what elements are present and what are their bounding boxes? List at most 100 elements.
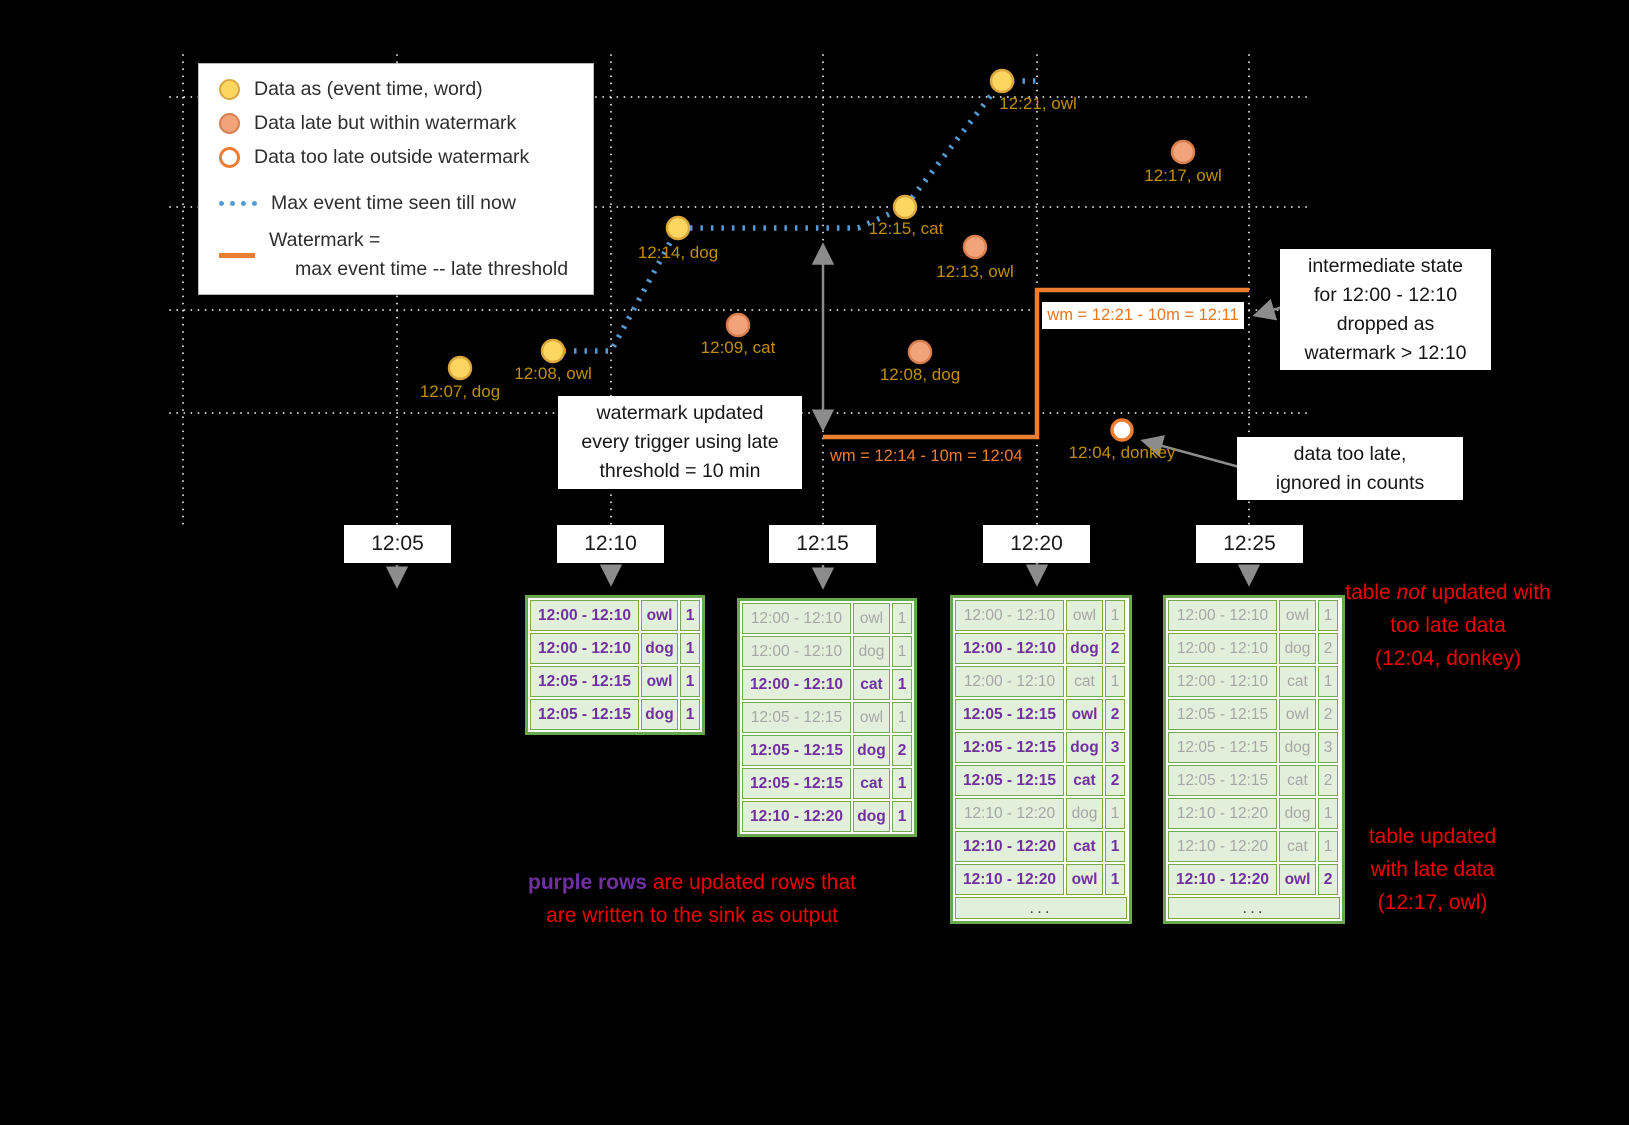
note-purple-rows: purple rows are updated rows that are wr… — [492, 866, 892, 932]
watermark-line-icon — [219, 252, 255, 258]
cell-window: 12:05 - 12:15 — [955, 765, 1064, 796]
cell-window: 12:00 - 12:10 — [1168, 633, 1277, 664]
point-1221-owl — [989, 68, 1015, 94]
note-text: are updated rows that are written to the… — [546, 871, 856, 927]
cell-count: 2 — [1318, 765, 1338, 796]
legend-label-line2: max event time -- late threshold — [295, 258, 569, 280]
cell-word: owl — [1279, 864, 1316, 895]
cell-window: 12:05 - 12:15 — [530, 666, 639, 697]
cell-window: 12:00 - 12:10 — [530, 633, 639, 664]
point-1215-cat — [892, 194, 918, 220]
cell-word: dog — [1066, 732, 1103, 763]
cell-word: dog — [641, 699, 678, 730]
cell-count: 2 — [1105, 699, 1125, 730]
cell-count: 1 — [1318, 798, 1338, 829]
point-1209-cat-late — [725, 312, 751, 338]
callout-watermark-update: watermark updated every trigger using la… — [558, 396, 802, 489]
cell-count: 1 — [1105, 666, 1125, 697]
cell-window: 12:05 - 12:15 — [742, 735, 851, 766]
cell-word: dog — [1279, 633, 1316, 664]
point-1213-owl-late — [962, 234, 988, 260]
cell-count: 1 — [892, 669, 912, 700]
cell-word: cat — [1066, 831, 1103, 862]
trigger-time-1210: 12:10 — [557, 525, 664, 563]
cell-window: 12:05 - 12:15 — [1168, 765, 1277, 796]
point-label: 12:14, dog — [637, 243, 719, 262]
cell-count: 1 — [680, 699, 700, 730]
cell-word: owl — [641, 600, 678, 631]
point-label: 12:17, owl — [1144, 166, 1222, 185]
cell-word: cat — [853, 669, 890, 700]
cell-word: dog — [853, 636, 890, 667]
callout-too-late: data too late, ignored in counts — [1237, 437, 1463, 500]
cell-window: 12:05 - 12:15 — [955, 732, 1064, 763]
note-table-not-updated: table not updated with too late data (12… — [1342, 576, 1554, 675]
ellipsis-cell: ... — [1168, 897, 1340, 919]
point-label: 12:09, cat — [700, 338, 776, 357]
cell-count: 1 — [1318, 600, 1338, 631]
cell-word: dog — [1066, 633, 1103, 664]
watermark-value-label-1: wm = 12:14 - 10m = 12:04 — [830, 447, 1023, 465]
cell-count: 2 — [1318, 864, 1338, 895]
cell-window: 12:05 - 12:15 — [955, 699, 1064, 730]
cell-window: 12:00 - 12:10 — [1168, 666, 1277, 697]
legend-watermark-text: Watermark = max event time -- late thres… — [269, 226, 568, 284]
cell-count: 1 — [1105, 798, 1125, 829]
ellipsis-cell: ... — [955, 897, 1127, 919]
cell-word: dog — [853, 735, 890, 766]
cell-count: 1 — [680, 633, 700, 664]
cell-count: 1 — [1105, 864, 1125, 895]
cell-count: 2 — [892, 735, 912, 766]
cell-window: 12:00 - 12:10 — [955, 600, 1064, 631]
cell-word: owl — [1279, 699, 1316, 730]
cell-word: cat — [1279, 831, 1316, 862]
point-label: 12:08, dog — [879, 365, 961, 384]
cell-count: 1 — [892, 768, 912, 799]
cell-window: 12:05 - 12:15 — [1168, 699, 1277, 730]
note-purple-rows-emphasis: purple rows — [528, 871, 648, 894]
cell-word: cat — [1279, 765, 1316, 796]
max-event-time-line — [553, 78, 1042, 354]
note-text: table — [1345, 581, 1397, 604]
cell-window: 12:00 - 12:10 — [742, 636, 851, 667]
note-table-updated-late: table updated with late data (12:17, owl… — [1368, 825, 1497, 914]
cell-window: 12:10 - 12:20 — [955, 798, 1064, 829]
cell-count: 1 — [1318, 831, 1338, 862]
cell-word: owl — [1066, 864, 1103, 895]
intermediate-state-callout-arrow — [1252, 298, 1284, 321]
legend-label: Max event time seen till now — [271, 192, 516, 214]
legend-label: Data as (event time, word) — [254, 78, 483, 100]
cell-word: owl — [853, 603, 890, 634]
max-event-time-line-icon — [219, 201, 257, 206]
cell-count: 1 — [892, 801, 912, 832]
cell-word: dog — [1279, 798, 1316, 829]
trigger-time-1205: 12:05 — [344, 525, 451, 563]
cell-word: dog — [1066, 798, 1103, 829]
ellipsis-row: ... — [1168, 897, 1340, 919]
legend-label: Data late but within watermark — [254, 112, 517, 134]
cell-word: cat — [1279, 666, 1316, 697]
note-text: updated with too late data (12:04, donke… — [1375, 581, 1551, 670]
